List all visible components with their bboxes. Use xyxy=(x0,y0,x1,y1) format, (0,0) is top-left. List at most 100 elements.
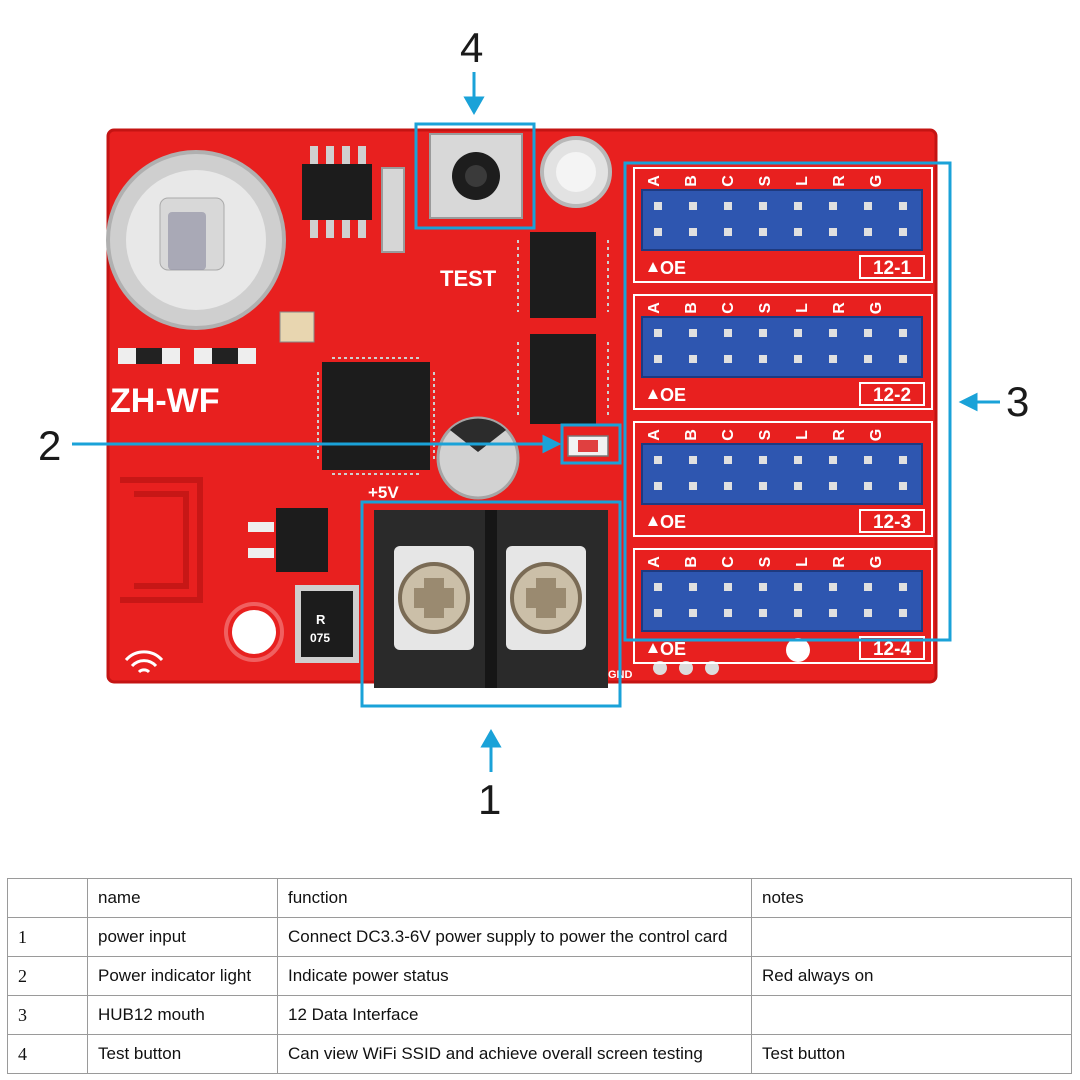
hub-pin-letter: A xyxy=(646,429,663,441)
header-pin xyxy=(654,228,662,236)
header-pin xyxy=(899,202,907,210)
table-cell-notes: Test button xyxy=(751,1034,1072,1074)
table-header-row: name function notes xyxy=(7,878,1072,918)
header-pin xyxy=(899,228,907,236)
port-label-box xyxy=(859,636,925,660)
hub-pin-letter: R xyxy=(831,175,848,187)
header-pin xyxy=(724,228,732,236)
hub-pin-letter: A xyxy=(646,556,663,568)
table-cell-name: Test button xyxy=(87,1034,278,1074)
header-pin xyxy=(864,355,872,363)
hub-pin-letter: B xyxy=(683,556,700,568)
header-pin xyxy=(724,329,732,337)
header-pin xyxy=(864,482,872,490)
table-cell-function: Can view WiFi SSID and achieve overall s… xyxy=(277,1034,752,1074)
board-diagram: ZH-WF TEST +5V GND R 075 xyxy=(38,24,1029,823)
table-cell-notes: Red always on xyxy=(751,956,1072,996)
header-pin xyxy=(689,329,697,337)
header-pin xyxy=(794,202,802,210)
hub-pin-letter: S xyxy=(757,429,774,440)
mounting-hole xyxy=(232,610,276,654)
table-cell-name: HUB12 mouth xyxy=(87,995,278,1035)
header-pin xyxy=(654,202,662,210)
table-cell-index: 2 xyxy=(7,956,88,996)
table-header-index xyxy=(7,878,88,918)
header-pin xyxy=(864,202,872,210)
hub-pin-letter: B xyxy=(683,175,700,187)
pin-header xyxy=(641,570,923,632)
header-pin xyxy=(759,583,767,591)
smd-diode xyxy=(295,585,359,663)
header-pin xyxy=(654,329,662,337)
header-pin xyxy=(689,583,697,591)
hub-pin-letter: L xyxy=(794,303,811,313)
header-pin xyxy=(654,456,662,464)
hub-pin-letter: S xyxy=(757,302,774,313)
port-label-box xyxy=(859,382,925,406)
header-pin xyxy=(759,609,767,617)
port-label: 12-4 xyxy=(873,639,911,660)
hub-pin-letter: B xyxy=(683,429,700,441)
port-label-box xyxy=(859,509,925,533)
table-cell-index: 1 xyxy=(7,917,88,957)
header-pin xyxy=(899,609,907,617)
pin-header xyxy=(641,189,923,251)
header-pin xyxy=(724,583,732,591)
hub-pin-letter: R xyxy=(831,429,848,441)
hub-pin-letter: A xyxy=(646,175,663,187)
header-pin xyxy=(864,228,872,236)
header-pin xyxy=(899,583,907,591)
header-pin xyxy=(829,228,837,236)
header-pin xyxy=(654,609,662,617)
port-label-box xyxy=(859,255,925,279)
header-pin xyxy=(724,609,732,617)
model-label: ZH-WF xyxy=(110,382,220,420)
wifi-icon xyxy=(124,650,164,674)
hub-pin-letter: C xyxy=(720,175,737,187)
driver-chip-2 xyxy=(530,334,596,424)
hub-pin-letter: C xyxy=(720,302,737,314)
header-pin xyxy=(654,355,662,363)
table-cell-name: power input xyxy=(87,917,278,957)
header-pin xyxy=(829,583,837,591)
header-pin xyxy=(829,202,837,210)
header-pin xyxy=(724,482,732,490)
callout-1: 1 xyxy=(478,776,501,823)
hub-pin-letter: R xyxy=(831,556,848,568)
hub-pin-letter: L xyxy=(794,557,811,567)
pin-header xyxy=(641,316,923,378)
header-pin xyxy=(724,456,732,464)
callout-3: 3 xyxy=(1006,378,1029,425)
hub-pin-letter: S xyxy=(757,175,774,186)
callout-box-3 xyxy=(623,161,952,642)
callout-2: 2 xyxy=(38,422,61,469)
callout-box-2 xyxy=(560,423,622,465)
oe-marker-icon xyxy=(648,643,658,653)
header-pin xyxy=(724,355,732,363)
header-pin xyxy=(689,202,697,210)
table-cell-index: 3 xyxy=(7,995,88,1035)
hub-pin-letter: A xyxy=(646,302,663,314)
table-row: 1 power input Connect DC3.3-6V power sup… xyxy=(7,917,1072,957)
table-cell-function: Indicate power status xyxy=(277,956,752,996)
header-pin xyxy=(759,329,767,337)
table-cell-notes xyxy=(751,995,1072,1035)
header-pin xyxy=(689,355,697,363)
port-label: 12-3 xyxy=(873,512,911,533)
regulator-chip xyxy=(276,508,328,572)
table-row: 2 Power indicator light Indicate power s… xyxy=(7,956,1072,996)
hub-pin-letter: B xyxy=(683,302,700,314)
header-pin xyxy=(794,456,802,464)
header-pin xyxy=(759,202,767,210)
table-cell-index: 4 xyxy=(7,1034,88,1074)
callout-4: 4 xyxy=(460,24,483,71)
header-pin xyxy=(654,583,662,591)
header-pin xyxy=(794,228,802,236)
crystal xyxy=(381,167,405,253)
header-pin xyxy=(794,609,802,617)
oe-label: OE xyxy=(660,258,686,278)
